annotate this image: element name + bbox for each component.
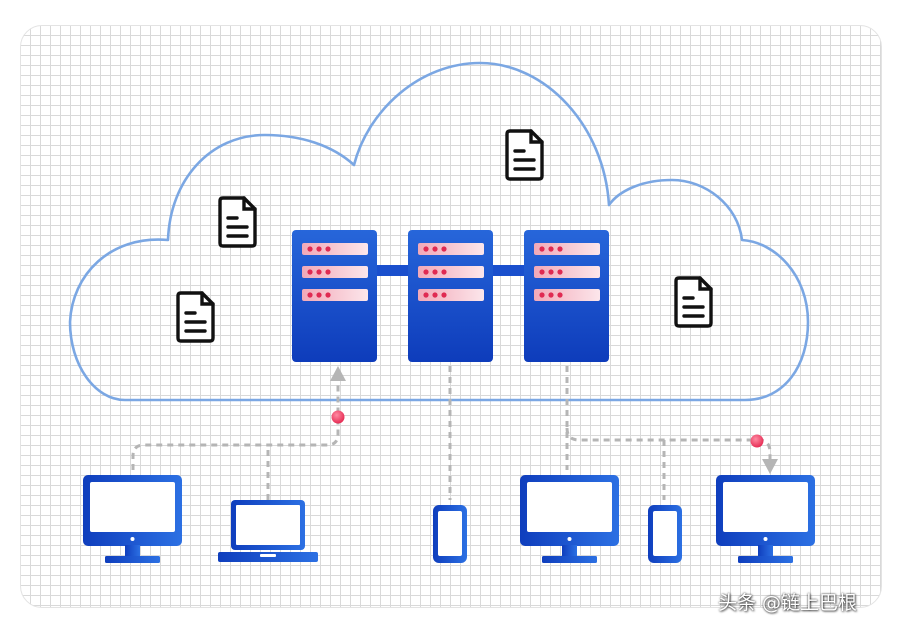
document-icon: [674, 276, 713, 328]
connector-server-to-right-monitor: [565, 427, 772, 460]
server-slot: [418, 243, 484, 255]
server-slot: [534, 243, 600, 255]
server-slot: [418, 289, 484, 301]
smartphone-icon: [648, 505, 682, 563]
server-slot: [534, 266, 600, 278]
arrow-up-icon: [330, 366, 346, 381]
arrow-down-icon: [762, 459, 778, 474]
cloud-icon: [68, 61, 810, 402]
connectors: [131, 366, 778, 500]
server-slot: [534, 289, 600, 301]
connector-monitor-to-server: [131, 384, 340, 470]
watermark-text: 头条 @链上巴根: [718, 592, 858, 614]
server-icon: [292, 230, 377, 362]
data-packet-dot: [331, 410, 345, 424]
data-packet-dot: [750, 434, 764, 448]
document-icon: [218, 196, 257, 248]
document-icon: [505, 129, 544, 181]
server-slot: [302, 243, 368, 255]
server-slot: [418, 266, 484, 278]
desktop-monitor-icon: [716, 475, 815, 563]
server-icon: [524, 230, 609, 362]
document-icon: [176, 291, 215, 343]
laptop-icon: [218, 500, 318, 562]
server-slot: [302, 289, 368, 301]
server-link: [492, 265, 525, 276]
server-slot: [302, 266, 368, 278]
desktop-monitor-icon: [520, 475, 619, 563]
server-link: [376, 265, 409, 276]
smartphone-icon: [433, 505, 467, 563]
desktop-monitor-icon: [83, 475, 182, 563]
server-icon: [408, 230, 493, 362]
